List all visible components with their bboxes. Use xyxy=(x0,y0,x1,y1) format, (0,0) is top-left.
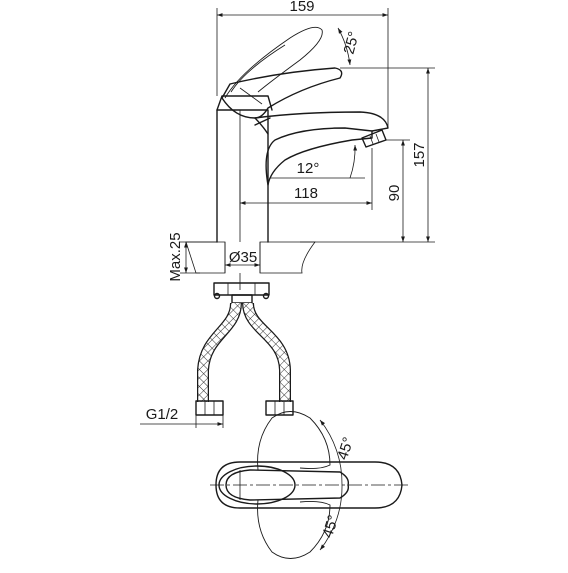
label-spout-angle: 12° xyxy=(297,160,320,177)
lever-ghost-left xyxy=(257,411,331,471)
label-overall-width: 159 xyxy=(289,0,314,15)
lever-ghost-inner xyxy=(230,44,286,93)
top-body xyxy=(215,461,403,509)
lever-handle xyxy=(221,67,343,119)
label-lever-angle: 25° xyxy=(341,30,363,56)
aerator-line xyxy=(375,133,380,143)
rotation-arc-right xyxy=(319,484,343,551)
dimension-labels: 159 25° 157 90 118 12° Ø35 Max.25 G1/2 4… xyxy=(146,0,428,540)
countertop-left xyxy=(185,241,226,274)
shank xyxy=(231,294,253,304)
mounting-hardware xyxy=(213,282,270,304)
aerator-line xyxy=(369,135,374,145)
dimension-lines xyxy=(140,8,435,428)
label-overall-height: 157 xyxy=(411,142,428,167)
braided-hoses xyxy=(195,302,294,416)
countertop-right xyxy=(259,241,316,274)
label-max-countertop: Max.25 xyxy=(167,232,184,281)
stud-left xyxy=(213,292,221,300)
label-rotation-left: 45° xyxy=(334,435,357,462)
housing-edge xyxy=(254,117,271,126)
label-base-diameter: Ø35 xyxy=(229,249,257,266)
hose-fitting-left xyxy=(195,400,224,416)
rotation-arc-left xyxy=(319,419,343,486)
lever-angle-arc xyxy=(337,27,352,66)
faucet-top-view xyxy=(210,411,410,559)
spout-angle-arc xyxy=(349,144,358,179)
faucet-side-view xyxy=(216,26,389,243)
hose-fitting-right xyxy=(265,400,294,416)
faucet-body xyxy=(216,109,269,243)
cartridge-cap xyxy=(216,95,273,111)
label-rotation-right: 45° xyxy=(319,513,342,540)
label-spout-height: 90 xyxy=(386,185,403,202)
stud-right xyxy=(262,292,270,300)
hose-right xyxy=(243,302,290,402)
spout-joint xyxy=(254,117,269,135)
mounting-nut xyxy=(213,282,270,296)
spout-top xyxy=(254,111,389,132)
lever-line xyxy=(239,87,263,105)
lever-ghost xyxy=(224,26,323,99)
label-spout-reach: 118 xyxy=(294,185,318,202)
lever-ghost-right xyxy=(257,499,331,559)
hose-left xyxy=(198,302,241,402)
label-hose-thread: G1/2 xyxy=(146,406,179,423)
